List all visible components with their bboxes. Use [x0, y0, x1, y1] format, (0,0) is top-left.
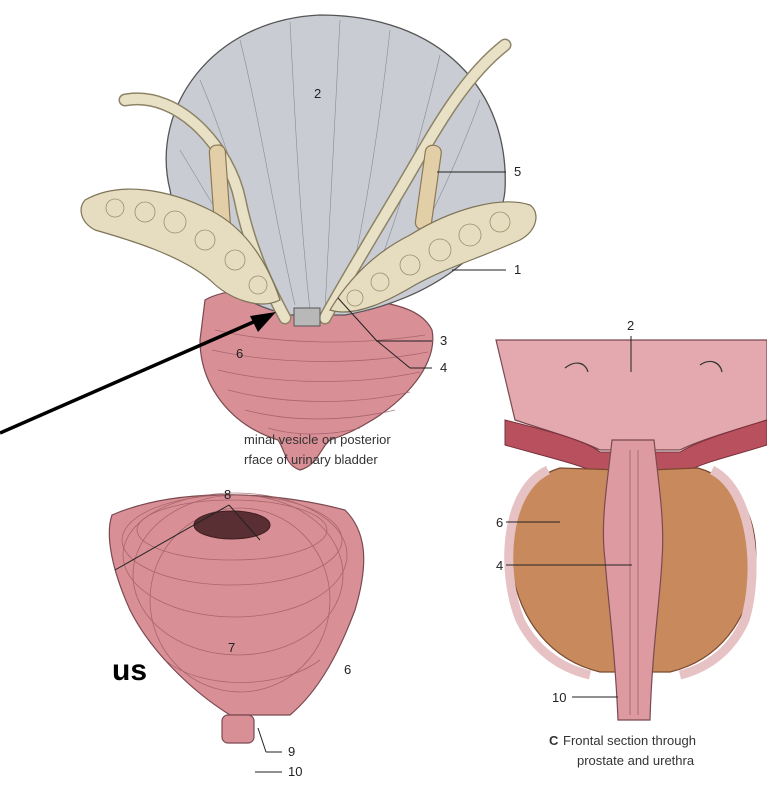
label-2-c: 2: [627, 318, 634, 333]
prostate-left-lobe: [510, 468, 620, 672]
label-bladder-a: 2: [314, 86, 321, 101]
caption-c-line2: prostate and urethra: [577, 753, 695, 768]
label-ductus-deferens-a: 5: [514, 164, 521, 179]
label-9-b: 9: [288, 744, 295, 759]
caption-a-line1: minal vesicle on posterior: [244, 432, 391, 447]
caption-c-line1: Frontal section through: [563, 733, 696, 748]
label-seminal-vesicle-a: 1: [514, 262, 521, 277]
figure-c-frontal-section: 2 6 4 10 C Frontal section through prost…: [496, 318, 767, 768]
label-10-b: 10: [288, 764, 302, 779]
label-6-c: 6: [496, 515, 503, 530]
urethral-opening: [194, 511, 270, 539]
figure-b-prostate-base: 8 7 6 9 10 us: [109, 487, 363, 779]
urethra-c: [603, 440, 662, 720]
label-8-b: 8: [224, 487, 231, 502]
label-prostate-a: 6: [236, 346, 243, 361]
label-7-b: 7: [228, 640, 235, 655]
label-6-b: 6: [344, 662, 351, 677]
figure-a-posterior-bladder: 2 5 1 3 4 6 minal vesicle on posterior r…: [81, 15, 536, 470]
label-10-c: 10: [552, 690, 566, 705]
caption-a-line2: rface of urinary bladder: [244, 452, 378, 467]
label-4-c: 4: [496, 558, 503, 573]
side-text-us: us: [112, 654, 147, 687]
label-3-a: 3: [440, 333, 447, 348]
caption-c-letter: C: [549, 733, 559, 748]
label-4-a: 4: [440, 360, 447, 375]
